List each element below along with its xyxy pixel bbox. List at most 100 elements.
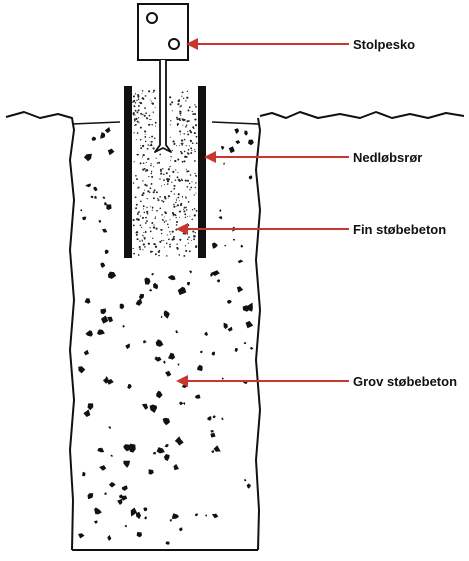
fine-aggregate [137, 254, 140, 256]
fine-aggregate [169, 243, 171, 246]
tube-left-wall [124, 86, 132, 258]
fine-aggregate [194, 119, 196, 121]
coarse-aggregate [210, 270, 220, 276]
fine-aggregate [173, 193, 176, 195]
fine-aggregate [185, 196, 187, 199]
fine-aggregate [139, 224, 142, 227]
fine-aggregate [194, 186, 197, 189]
fine-aggregate [135, 117, 138, 121]
coarse-aggregate [144, 277, 151, 285]
fine-aggregate [134, 196, 137, 199]
fine-aggregate [165, 172, 168, 175]
fine-aggregate [175, 201, 177, 204]
coarse-aggregate [175, 330, 179, 334]
fine-aggregate [191, 218, 193, 221]
fine-aggregate [187, 170, 190, 172]
fine-aggregate [134, 109, 137, 112]
coarse-aggregate [129, 443, 136, 453]
fine-aggregate [193, 208, 196, 210]
fine-aggregate [182, 142, 184, 144]
fine-aggregate [169, 136, 171, 138]
fine-aggregate [133, 118, 136, 121]
coarse-aggregate [124, 524, 127, 528]
arrowhead-coarse-concrete [176, 375, 188, 387]
fine-aggregate [145, 184, 148, 187]
coarse-aggregate [163, 360, 166, 364]
fine-aggregate [172, 236, 175, 238]
coarse-aggregate [101, 310, 106, 313]
fine-aggregate [187, 201, 190, 203]
coarse-aggregate [85, 183, 91, 188]
coarse-aggregate [108, 426, 111, 429]
fine-aggregate [132, 224, 135, 227]
coarse-aggregate [148, 288, 153, 292]
fine-aggregate [177, 172, 179, 174]
fine-aggregate [135, 92, 136, 94]
fine-aggregate [179, 112, 182, 115]
fine-aggregate [182, 124, 184, 126]
tube-right-wall [198, 86, 206, 258]
coarse-aggregate [227, 299, 232, 304]
coarse-aggregate [218, 216, 223, 220]
coarse-aggregate [173, 464, 179, 471]
fine-aggregate [169, 231, 171, 233]
fine-aggregate [135, 203, 138, 206]
fine-aggregate [171, 110, 173, 112]
coarse-aggregate [153, 282, 159, 290]
fine-aggregate [144, 246, 146, 248]
fine-aggregate [136, 120, 139, 123]
fine-aggregate [173, 205, 176, 208]
coarse-aggregate [136, 532, 142, 538]
fine-aggregate [180, 105, 182, 107]
fine-aggregate [180, 118, 182, 120]
fine-aggregate [176, 124, 179, 127]
fine-aggregate [160, 170, 162, 172]
fine-aggregate [143, 208, 145, 210]
coarse-aggregate [248, 175, 253, 180]
fine-aggregate [173, 187, 176, 190]
fine-aggregate [190, 140, 192, 143]
fine-aggregate [186, 90, 189, 93]
fine-aggregate [185, 168, 187, 170]
fine-aggregate [177, 196, 180, 199]
fine-aggregate [172, 237, 174, 239]
fine-aggregate [191, 150, 193, 152]
fine-aggregate [173, 142, 176, 145]
fine-aggregate [143, 167, 146, 170]
fine-aggregate [185, 196, 187, 198]
fine-aggregate [142, 180, 144, 182]
coarse-aggregate [204, 331, 208, 336]
fine-aggregate [172, 170, 175, 173]
fine-aggregate [180, 150, 182, 153]
fine-aggregate [181, 143, 184, 146]
fine-aggregate [178, 117, 181, 121]
coarse-aggregate [149, 404, 158, 413]
fine-aggregate [170, 120, 172, 122]
fine-aggregate [163, 221, 166, 223]
fine-aggregate [136, 99, 138, 102]
coarse-aggregate [80, 209, 83, 212]
fine-aggregate [183, 97, 185, 99]
ground-top-edge [71, 121, 259, 125]
coarse-aggregate [107, 271, 117, 279]
coarse-aggregate [102, 228, 108, 233]
fine-aggregate [150, 182, 153, 185]
fine-aggregate [174, 213, 176, 216]
fine-aggregate [137, 94, 140, 97]
fine-aggregate [154, 107, 156, 108]
coarse-aggregate [99, 465, 107, 471]
fine-aggregate [194, 149, 196, 151]
fine-aggregate [193, 234, 196, 237]
coarse-aggregate [221, 417, 224, 420]
fine-aggregate [182, 119, 185, 122]
fine-aggregate [159, 207, 162, 210]
fine-aggregate [149, 136, 151, 139]
fine-aggregate [146, 197, 148, 200]
fine-aggregate [154, 121, 157, 124]
coarse-aggregate [135, 298, 143, 306]
coarse-aggregate [177, 286, 187, 296]
coarse-aggregate [210, 432, 216, 438]
coarse-aggregate [107, 534, 112, 541]
fine-aggregate [178, 200, 180, 202]
fine-aggregate [171, 181, 173, 183]
